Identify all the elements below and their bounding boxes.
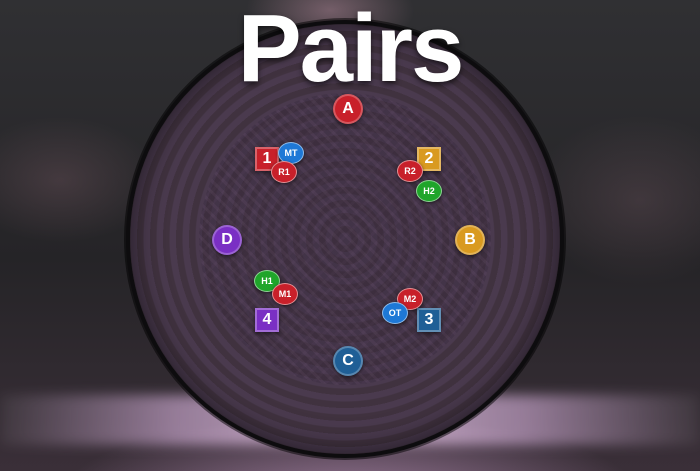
player-ot: OT [382,302,408,324]
waymark-3: 3 [417,308,441,332]
arena-floor-pattern [199,93,491,385]
waymark-a: A [333,94,363,124]
player-m1: M1 [272,283,298,305]
player-r1: R1 [271,161,297,183]
waymark-b: B [455,225,485,255]
waymark-c: C [333,346,363,376]
waymark-d: D [212,225,242,255]
page-title: Pairs [237,0,465,102]
player-r2: R2 [397,160,423,182]
player-h2: H2 [416,180,442,202]
player-h1: H1 [254,270,280,292]
waymark-4: 4 [255,308,279,332]
